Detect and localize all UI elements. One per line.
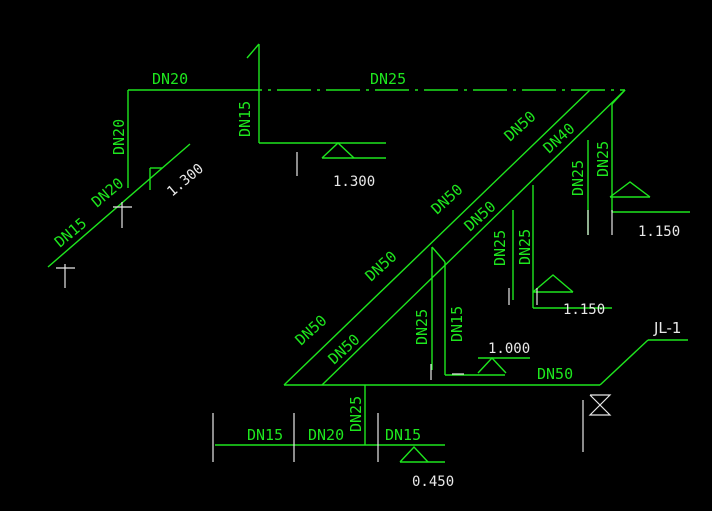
elevation-right-lower: 1.150 [563, 302, 605, 318]
inlet-valve-icon [588, 394, 612, 416]
pipe-network [47, 43, 690, 463]
pipe-inlet-diagonal [599, 339, 649, 386]
label-inlet-main: DN50 [537, 365, 573, 383]
fixture-right-upper [609, 181, 651, 198]
label-left-diag-lower: DN15 [51, 214, 90, 251]
label-upper-right-branch: DN40 [540, 119, 579, 157]
label-bottom-riser: DN25 [347, 396, 365, 432]
pipe-main-diagonal [283, 89, 591, 386]
label-top-branch-riser: DN15 [236, 101, 254, 137]
label-bottom-right: DN15 [385, 426, 421, 444]
elevation-center: 1.000 [488, 341, 530, 357]
elevation-top-center: 1.300 [333, 174, 375, 190]
label-mid-riser-b: DN25 [516, 229, 534, 265]
pipe-inner-diagonal [321, 89, 626, 386]
fixture-symbol [321, 142, 355, 159]
pipe-riser-top [246, 43, 260, 59]
label-main-diag-3: DN50 [362, 247, 401, 285]
elevation-right-upper: 1.150 [638, 224, 680, 240]
label-bottom-mid: DN20 [308, 426, 344, 444]
label-top-h-right: DN25 [370, 70, 406, 88]
riser-tag: JL-1 [653, 319, 681, 337]
pipe-size-labels: DN20 DN25 DN20 DN15 DN20 DN15 DN50 DN50 … [51, 70, 612, 444]
label-left-diag-upper: DN20 [88, 174, 127, 211]
label-mid-riser-c: DN25 [413, 309, 431, 345]
fixture-center [477, 356, 507, 374]
fixture-bottom [399, 445, 429, 463]
label-top-left-vert: DN20 [110, 119, 128, 155]
label-top-h-left: DN20 [152, 70, 188, 88]
elevation-bottom: 0.450 [412, 474, 454, 490]
label-main-diag-2: DN50 [428, 180, 467, 218]
fixture-right-lower [532, 274, 574, 293]
elevation-top-left: 1.300 [164, 161, 207, 200]
label-main-diag-5: DN50 [461, 197, 500, 235]
label-main-diag-1: DN50 [501, 107, 540, 145]
label-right-riser-b: DN25 [594, 141, 612, 177]
label-mid-riser-d: DN15 [448, 306, 466, 342]
label-mid-riser-a: DN25 [491, 230, 509, 266]
label-right-riser-a: DN25 [569, 160, 587, 196]
label-bottom-left: DN15 [247, 426, 283, 444]
label-main-diag-4: DN50 [292, 311, 331, 349]
pipe-left-diagonal [47, 143, 191, 268]
label-inner-diag: DN50 [325, 330, 364, 368]
valves-and-fittings [56, 152, 613, 462]
pipe-center-riser-top [431, 246, 446, 263]
